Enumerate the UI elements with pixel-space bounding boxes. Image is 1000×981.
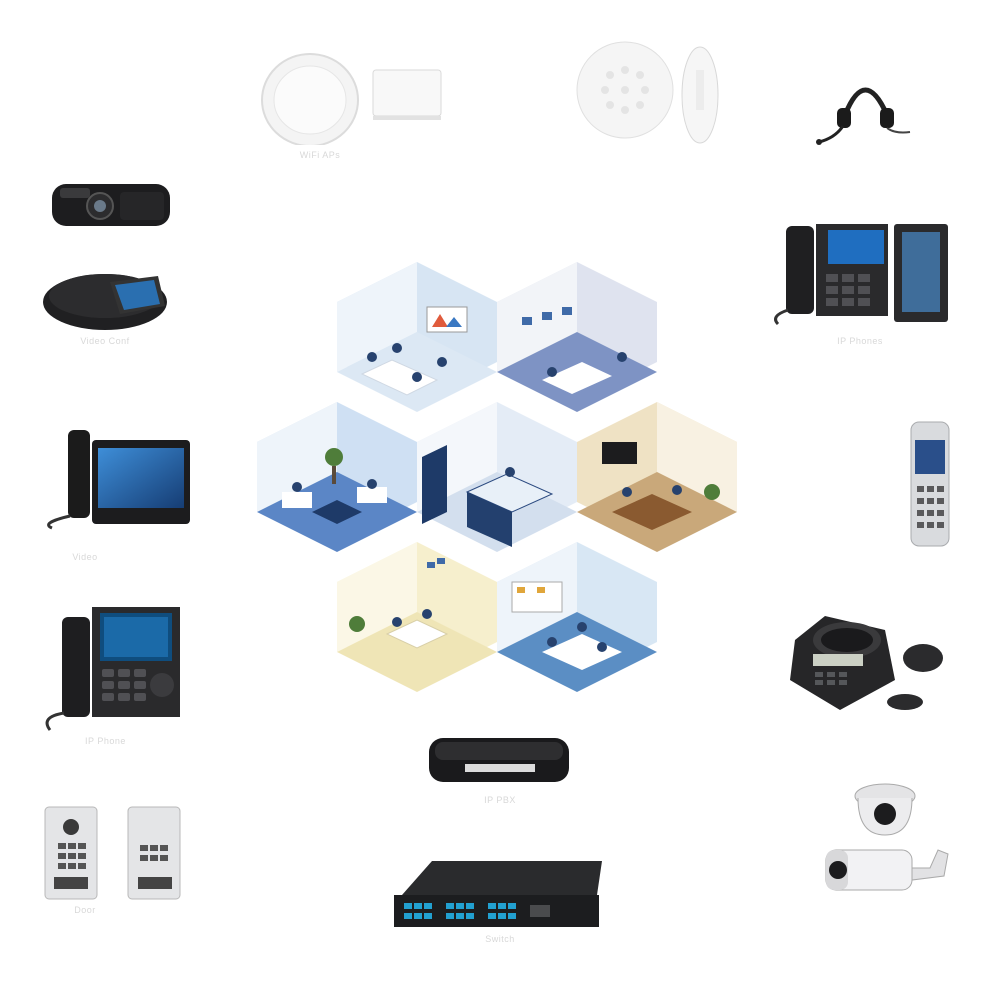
caption-video-phone: Video	[72, 552, 98, 562]
caption-ippbx: IP PBX	[484, 795, 516, 805]
room-reception	[417, 402, 577, 552]
room-huddle	[497, 542, 657, 692]
caption-ip-phones: IP Phones	[837, 336, 883, 346]
wifi-access-point-icon	[255, 45, 455, 145]
caption-ip-phone: IP Phone	[85, 736, 126, 746]
caption-wifi: WiFi APs	[299, 150, 341, 160]
room-office	[497, 262, 657, 412]
wifi-puck-icon	[570, 40, 730, 155]
network-switch-icon	[392, 855, 607, 935]
conference-phone-icon	[785, 610, 950, 720]
ip-camera-icon	[820, 780, 955, 900]
room-lounge	[257, 402, 417, 552]
video-bar-icon	[50, 180, 175, 245]
ippbx-icon	[425, 732, 575, 792]
headset-icon	[815, 70, 915, 150]
dect-handset-icon	[905, 420, 955, 550]
video-phone-icon	[40, 428, 195, 538]
room-executive	[577, 402, 737, 552]
caption-switch: Switch	[485, 934, 515, 944]
caption-door: Door	[74, 905, 96, 915]
office-rooms-illustration	[252, 262, 737, 702]
room-conference	[337, 262, 497, 412]
desk-phone-icon	[40, 605, 185, 735]
conference-speaker-icon	[40, 262, 180, 337]
ip-phone-expansion-icon	[770, 220, 955, 330]
door-intercom-icon	[40, 805, 185, 905]
caption-video-conf: Video Conf	[80, 336, 130, 346]
room-small-meeting	[337, 542, 497, 692]
